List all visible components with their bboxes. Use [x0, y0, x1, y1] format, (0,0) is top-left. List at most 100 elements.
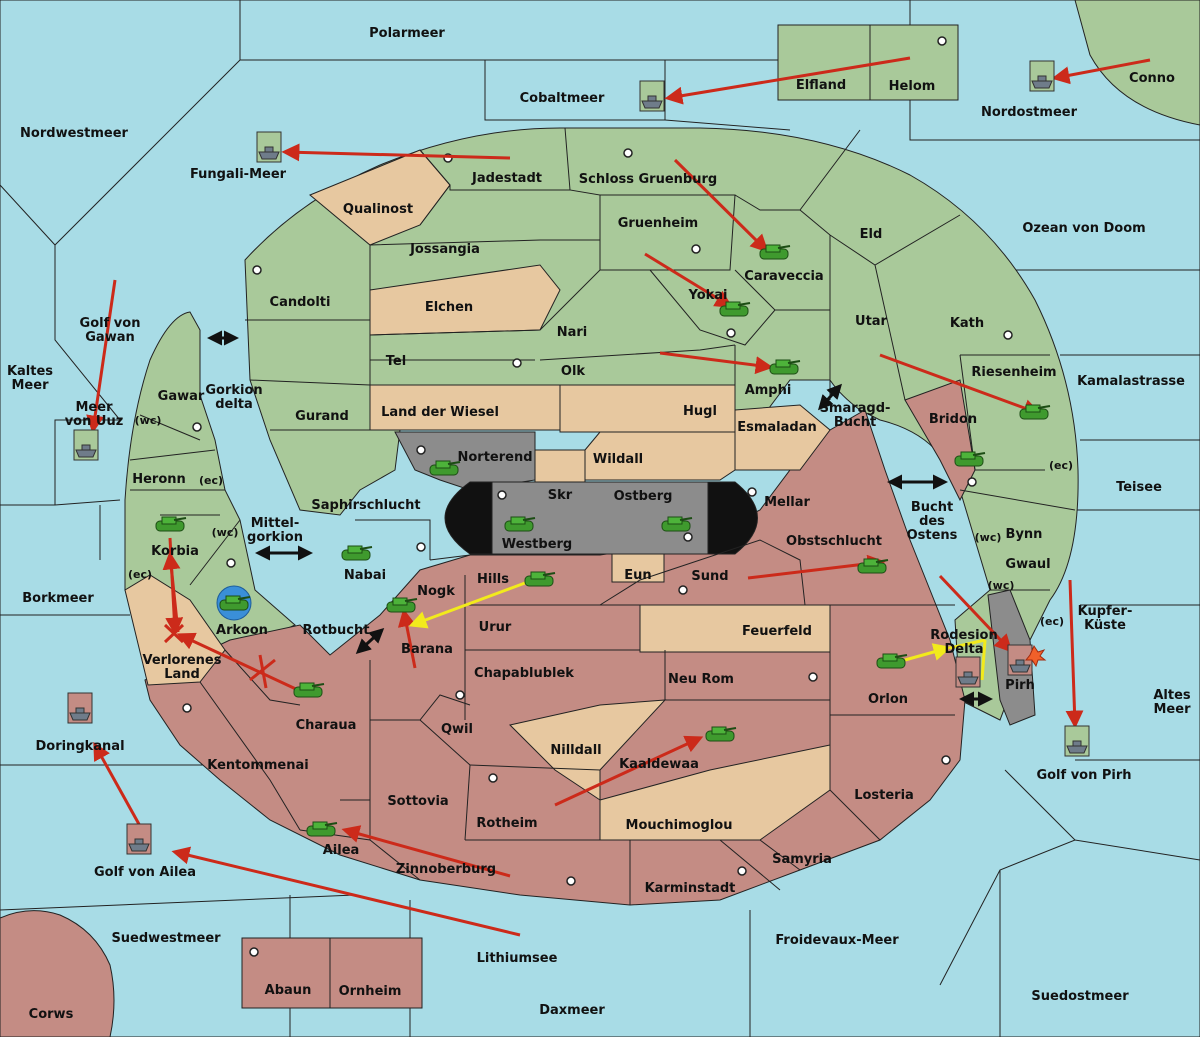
territory-borders [129, 127, 1076, 905]
army-norterend[interactable] [429, 460, 461, 476]
label-gruenheim: Gruenheim [618, 216, 698, 231]
label-bridon: Bridon [929, 412, 977, 427]
label-saphir: Saphirschlucht [311, 498, 420, 513]
label-line: Land [164, 667, 200, 682]
fleet-fungali[interactable] [256, 131, 282, 163]
label-eun: Eun [624, 568, 651, 583]
fleet-cobaltmeer[interactable] [639, 80, 665, 112]
fleet-rodesion[interactable] [955, 656, 981, 688]
label-teisee: Teisee [1116, 480, 1162, 495]
label-wildall: Wildall [593, 452, 643, 467]
label-line: Smaragd- [820, 401, 891, 416]
label-qwil: Qwil [441, 722, 473, 737]
label-charaua: Charaua [296, 718, 357, 733]
army-charaua[interactable] [293, 682, 325, 698]
label-eld: Eld [860, 227, 883, 242]
label-orlon: Orlon [868, 692, 908, 707]
label-hills: Hills [477, 572, 509, 587]
coast-tag: (wc) [988, 579, 1015, 592]
label-line: Altes [1153, 688, 1191, 703]
label-rotbucht: Rotbucht [303, 623, 370, 638]
army-korbia[interactable] [155, 516, 187, 532]
label-nordwestmeer: Nordwestmeer [20, 126, 128, 141]
territory-elfland[interactable] [777, 24, 871, 101]
label-losteria: Losteria [854, 788, 914, 803]
coast-tag: (ec) [199, 474, 223, 487]
label-urur: Urur [479, 620, 512, 635]
label-abaun: Abaun [265, 983, 312, 998]
label-line: delta [215, 397, 253, 412]
label-zinnober: Zinnoberburg [396, 862, 496, 877]
army-ostberg[interactable] [661, 516, 693, 532]
army-arkoon[interactable] [219, 595, 251, 611]
label-ozean-doom: Ozean von Doom [1022, 221, 1145, 236]
army-yokai[interactable] [719, 301, 751, 317]
label-hugl: Hugl [683, 404, 717, 419]
label-line: Meer [12, 378, 50, 393]
label-nabai: Nabai [344, 568, 386, 583]
army-bridon[interactable] [954, 451, 986, 467]
army-kaaldewaa[interactable] [705, 726, 737, 742]
army-riesenheim[interactable] [1019, 404, 1051, 420]
label-korbia: Korbia [151, 544, 199, 559]
label-line: gorkion [247, 530, 303, 545]
coast-tag: (wc) [135, 414, 162, 427]
label-kentommenai: Kentommenai [207, 758, 308, 773]
label-sottovia: Sottovia [387, 794, 448, 809]
army-nogk[interactable] [386, 597, 418, 613]
territory-bridon[interactable] [904, 379, 976, 502]
label-suedwestmeer: Suedwestmeer [111, 931, 221, 946]
label-tel: Tel [386, 354, 406, 369]
army-hills[interactable] [524, 571, 556, 587]
fleets [67, 60, 1090, 855]
territory-ornheim[interactable] [329, 937, 423, 1009]
label-nilldall: Nilldall [550, 743, 601, 758]
army-obstschlucht[interactable] [857, 558, 889, 574]
label-gwaul: Gwaul [1005, 557, 1050, 572]
label-qualinost: Qualinost [343, 202, 413, 217]
label-utar: Utar [855, 314, 888, 329]
coast-tags: (wc) (ec) (wc) (ec) (ec) (wc) (wc) (ec) [128, 414, 1073, 628]
army-westberg[interactable] [504, 516, 536, 532]
label-gurand: Gurand [295, 409, 349, 424]
fleet-doringkanal[interactable] [67, 692, 93, 724]
fleet-meer-uuz[interactable] [73, 429, 99, 461]
label-riesenheim: Riesenheim [971, 365, 1056, 380]
territory-corws-land[interactable] [0, 910, 115, 1037]
fleet-nordostmeer[interactable] [1029, 60, 1055, 92]
label-line: Gawan [85, 330, 134, 345]
label-line: Verlorenes [142, 653, 221, 668]
army-orlon[interactable] [876, 653, 908, 669]
army-nabai[interactable] [341, 545, 373, 561]
armies [155, 244, 1051, 837]
territory-north-ring[interactable] [244, 127, 1079, 721]
coast-tag: (ec) [1049, 459, 1073, 472]
label-bynn: Bynn [1006, 527, 1043, 542]
territory-westberg-ostberg[interactable] [491, 481, 709, 555]
label-kath: Kath [950, 316, 984, 331]
label-norterend: Norterend [457, 450, 532, 465]
label-feuerfeld: Feuerfeld [742, 624, 812, 639]
army-ailea[interactable] [306, 821, 338, 837]
move-orders [86, 56, 1151, 937]
army-caraveccia[interactable] [759, 244, 791, 260]
label-gawar: Gawar [158, 389, 205, 404]
label-borkmeer: Borkmeer [22, 591, 94, 606]
army-amphi[interactable] [769, 359, 801, 375]
label-mittel-gorkion: Mittel-gorkion [247, 516, 303, 545]
label-line: Delta [944, 642, 983, 657]
fleet-golf-pirh[interactable] [1064, 725, 1090, 757]
label-skr: Skr [548, 488, 573, 503]
label-nogk: Nogk [417, 584, 455, 599]
label-ailea: Ailea [323, 843, 360, 858]
fleet-golf-ailea[interactable] [126, 823, 152, 855]
label-nari: Nari [557, 325, 588, 340]
label-kupfer: Kupfer-Küste [1078, 604, 1133, 633]
label-ornheim: Ornheim [339, 984, 402, 999]
